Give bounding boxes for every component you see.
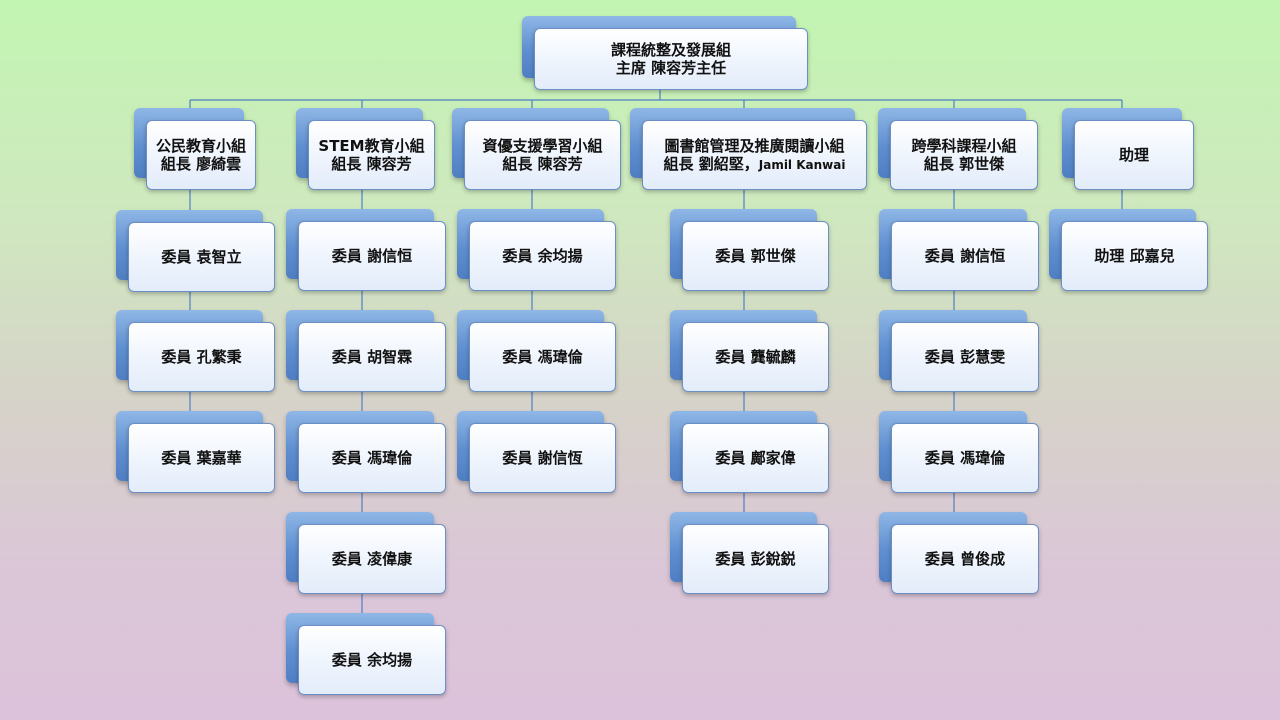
member-card[interactable]: 委員 鄺家偉 <box>670 411 829 493</box>
group-title: 圖書館管理及推廣閱讀小組 <box>664 136 845 155</box>
group-title: 跨學科課程小組 <box>911 137 1017 155</box>
member-name: 委員 馮瑋倫 <box>331 449 413 467</box>
member-card[interactable]: 委員 胡智霖 <box>286 310 446 392</box>
member-name: 委員 葉嘉華 <box>161 449 242 467</box>
group-stem[interactable]: STEM教育小組 組長 陳容芳 <box>296 108 435 190</box>
member-name: 委員 彭銳鋭 <box>715 550 796 568</box>
member-name: 委員 謝信恆 <box>502 449 583 467</box>
member-name: 委員 龔毓麟 <box>715 348 796 366</box>
member-card[interactable]: 委員 孔繁秉 <box>116 310 275 392</box>
group-leader: 組長 陳容芳 <box>502 155 583 173</box>
member-name: 委員 鄺家偉 <box>715 449 796 467</box>
member-name: 委員 袁智立 <box>161 248 242 266</box>
member-card[interactable]: 助理 邱嘉兒 <box>1049 209 1208 291</box>
member-name: 委員 孔繁秉 <box>161 348 242 366</box>
group-title: 助理 <box>1118 146 1149 164</box>
member-card[interactable]: 委員 馮瑋倫 <box>457 310 616 392</box>
member-card[interactable]: 委員 謝信恒 <box>286 209 446 291</box>
group-title: STEM教育小組 <box>318 137 425 155</box>
member-name: 委員 郭世傑 <box>715 247 796 265</box>
member-name: 委員 馮瑋倫 <box>502 348 583 366</box>
member-card[interactable]: 委員 彭慧雯 <box>879 310 1039 392</box>
member-card[interactable]: 委員 彭銳鋭 <box>670 512 829 594</box>
member-name: 委員 胡智霖 <box>331 348 413 366</box>
root-title: 課程統整及發展組 <box>610 41 731 59</box>
member-name: 委員 馮瑋倫 <box>924 449 1006 467</box>
member-name: 委員 凌偉康 <box>331 550 413 568</box>
group-gifted[interactable]: 資優支援學習小組 組長 陳容芳 <box>452 108 621 190</box>
member-card[interactable]: 委員 曾俊成 <box>879 512 1039 594</box>
group-library[interactable]: 圖書館管理及推廣閱讀小組 組長 劉紹堅，Jamil Kanwai <box>630 108 867 190</box>
member-card[interactable]: 委員 龔毓麟 <box>670 310 829 392</box>
member-card[interactable]: 委員 謝信恆 <box>457 411 616 493</box>
member-name: 助理 邱嘉兒 <box>1094 247 1175 265</box>
member-card[interactable]: 委員 馮瑋倫 <box>879 411 1039 493</box>
member-name: 委員 曾俊成 <box>924 550 1006 568</box>
member-card[interactable]: 委員 余均揚 <box>457 209 616 291</box>
group-leader: 組長 陳容芳 <box>331 155 412 173</box>
member-name: 委員 謝信恒 <box>924 247 1006 265</box>
root-node[interactable]: 課程統整及發展組 主席 陳容芳主任 <box>522 16 808 90</box>
group-cross-curricular[interactable]: 跨學科課程小組 組長 郭世傑 <box>878 108 1038 190</box>
member-name: 委員 彭慧雯 <box>924 348 1006 366</box>
group-assistant[interactable]: 助理 <box>1062 108 1194 190</box>
group-civic[interactable]: 公民教育小組 組長 廖綺雲 <box>134 108 256 190</box>
group-leader: 組長 廖綺雲 <box>160 155 242 173</box>
member-card[interactable]: 委員 馮瑋倫 <box>286 411 446 493</box>
group-leader-latin: Jamil Kanwai <box>758 157 846 172</box>
group-title: 資優支援學習小組 <box>482 137 603 155</box>
member-name: 委員 余均揚 <box>331 651 413 669</box>
group-title: 公民教育小組 <box>155 137 246 155</box>
member-card[interactable]: 委員 袁智立 <box>116 210 275 292</box>
group-leader: 組長 郭世傑 <box>923 155 1005 173</box>
member-name: 委員 余均揚 <box>502 247 583 265</box>
member-card[interactable]: 委員 余均揚 <box>286 613 446 695</box>
group-leader: 組長 劉紹堅，Jamil Kanwai <box>663 154 846 173</box>
member-card[interactable]: 委員 謝信恒 <box>879 209 1039 291</box>
member-card[interactable]: 委員 郭世傑 <box>670 209 829 291</box>
member-name: 委員 謝信恒 <box>331 247 413 265</box>
member-card[interactable]: 委員 葉嘉華 <box>116 411 275 493</box>
root-chair: 主席 陳容芳主任 <box>615 59 727 77</box>
member-card[interactable]: 委員 凌偉康 <box>286 512 446 594</box>
